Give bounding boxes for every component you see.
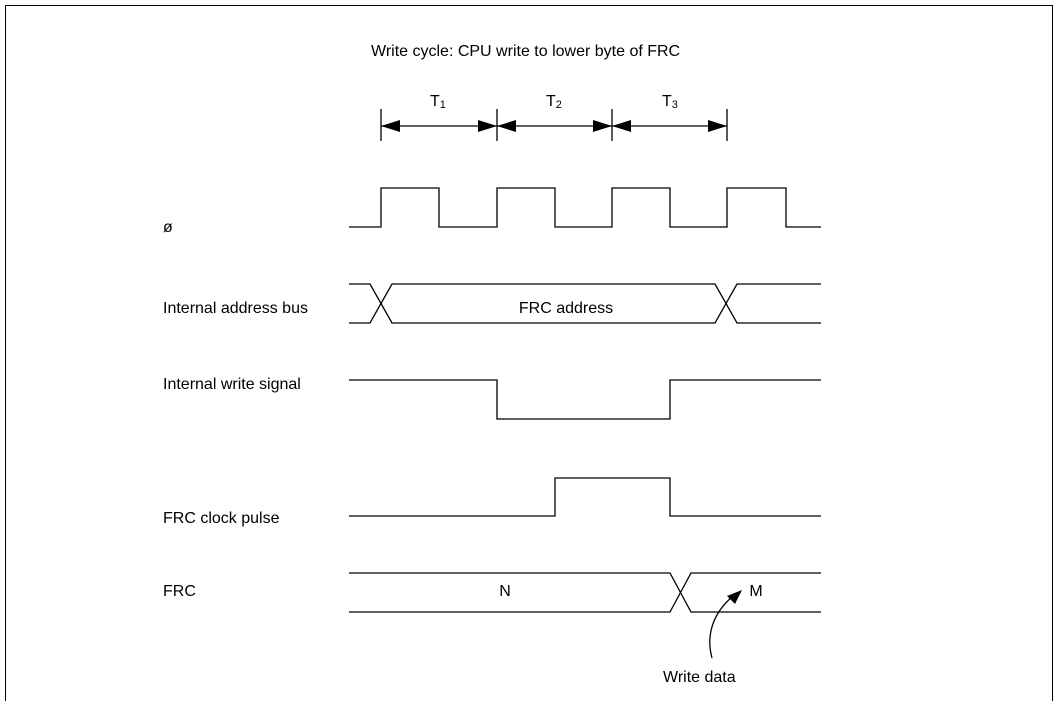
frc-waveform: [349, 572, 821, 613]
write-data-arrowhead: [727, 590, 742, 604]
address-bus-value: FRC address: [519, 300, 613, 317]
period-label-t2: T2: [546, 93, 562, 111]
diagram-frame: [5, 5, 1053, 701]
write-data-label: Write data: [663, 669, 736, 686]
frc-old-value: N: [499, 583, 511, 600]
period-label-t3: T3: [662, 93, 678, 111]
signal-label-frc: FRC: [163, 583, 196, 600]
write-signal-waveform: [349, 379, 821, 420]
signal-label-write-signal: Internal write signal: [163, 376, 301, 393]
frc-clock-waveform: [349, 477, 821, 517]
diagram-title: Write cycle: CPU write to lower byte of …: [371, 43, 680, 60]
period-dimension-lines: [380, 109, 728, 141]
write-data-pointer: [709, 595, 734, 659]
signal-label-clock: ø: [163, 219, 173, 236]
signal-label-frc-clock: FRC clock pulse: [163, 510, 280, 527]
signal-label-address-bus: Internal address bus: [163, 300, 308, 317]
period-label-t1: T1: [430, 93, 446, 111]
address-bus-waveform: [349, 283, 821, 324]
clock-waveform: [349, 187, 821, 228]
frc-new-value: M: [749, 583, 762, 600]
